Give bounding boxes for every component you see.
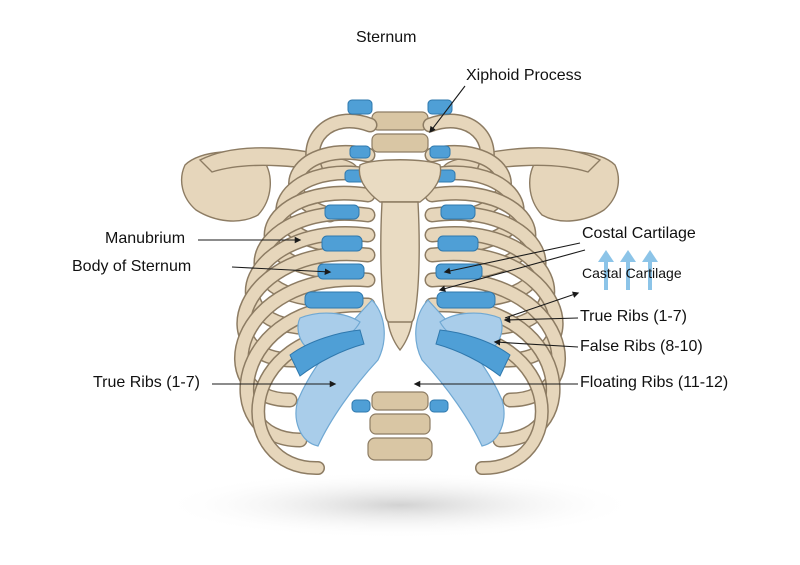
leader-castal-cartilage: [504, 291, 580, 319]
cartilage-right-6: [435, 263, 483, 280]
cartilage-spine-left: [351, 399, 371, 413]
cartilage-right-8: [435, 329, 511, 377]
leader-costal-cartilage-b: [438, 249, 586, 292]
vertebra: [371, 111, 429, 131]
title-sternum: Sternum: [356, 29, 417, 46]
label-floating-ribs: Floating Ribs (11-12): [580, 374, 729, 391]
label-true-ribs-right: True Ribs (1-7): [580, 308, 687, 325]
cartilage-left-1: [347, 99, 373, 115]
label-castal-cartilage: Castal Cartilage: [582, 265, 682, 281]
leader-false-ribs: [493, 339, 579, 348]
label-body-of-sternum: Body of Sternum: [72, 258, 192, 275]
leader-costal-cartilage-a: [443, 242, 581, 275]
cartilage-left-2: [349, 145, 371, 159]
label-xiphoid-process: Xiphoid Process: [466, 67, 582, 84]
label-manubrium: Manubrium: [105, 230, 186, 247]
vertebra: [367, 437, 433, 461]
cartilage-right-5: [437, 235, 479, 252]
costal-cartilage-segments: [289, 99, 511, 413]
cartilage-spine-right: [429, 399, 449, 413]
label-costal-cartilage: Costal Cartilage: [582, 225, 696, 242]
cartilage-left-8: [289, 329, 365, 377]
vertebra: [371, 133, 429, 153]
body-of-sternum-bone: [380, 201, 420, 328]
cartilage-right-4: [440, 204, 476, 220]
manubrium-bone: [358, 159, 442, 203]
leader-xiphoid: [429, 85, 466, 134]
label-false-ribs: False Ribs (8-10): [580, 338, 703, 355]
cartilage-right-2: [429, 145, 451, 159]
cartilage-arrows: [598, 250, 658, 290]
cartilage-left-4: [324, 204, 360, 220]
sternum: [358, 159, 442, 352]
cartilage-left-7: [304, 291, 364, 309]
xiphoid-bone: [387, 321, 413, 352]
leader-body-sternum: [231, 266, 332, 276]
cartilage-left-5: [321, 235, 363, 252]
leader-true-ribs-right: [503, 316, 579, 324]
label-true-ribs-left: True Ribs (1-7): [93, 374, 200, 391]
cartilage-right-7: [436, 291, 496, 309]
ground-shadow: [160, 471, 640, 539]
leader-lines: [198, 85, 586, 388]
vertebra: [371, 391, 429, 411]
vertebra: [369, 413, 431, 435]
